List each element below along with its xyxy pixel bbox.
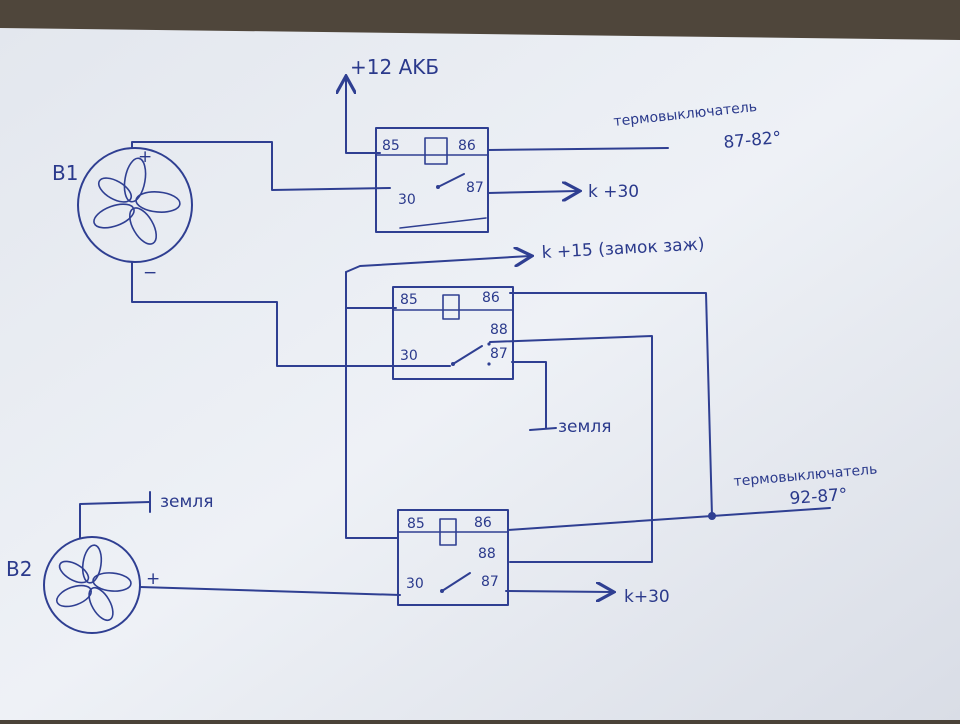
- paper-sheet: [0, 28, 960, 720]
- label-thermo2-range: 92-87°: [789, 485, 848, 509]
- wire-ak-plus: [346, 78, 381, 154]
- fan-b1-blades-icon: [93, 157, 181, 245]
- fan-b2-blades-icon: [56, 544, 132, 622]
- relay-bottom-switch: [441, 572, 471, 592]
- wire-k30-top: [487, 191, 578, 193]
- relay-top-pin-86: 86: [458, 138, 476, 154]
- relay-bottom-pin-85: 85: [407, 516, 425, 532]
- relay-middle-pin-30: 30: [400, 348, 418, 364]
- wire-b2-ground: [79, 501, 151, 539]
- relay-top: [375, 127, 489, 233]
- wire-bottom-86: [507, 515, 713, 531]
- relay-top-pin-85: 85: [382, 138, 400, 154]
- relay-middle: [392, 286, 514, 380]
- relay-middle-switch: [452, 345, 483, 365]
- relay-middle-pin-87: 87: [490, 346, 508, 362]
- wire-k15: [345, 256, 530, 273]
- relay-top-switch: [437, 173, 465, 188]
- label-k30-top: k +30: [588, 182, 639, 202]
- fan-b1-minus: −: [143, 263, 157, 283]
- wire-thermo2: [711, 507, 831, 517]
- label-k30-bottom: k+30: [624, 587, 670, 607]
- fan-b2-plus: +: [146, 569, 160, 589]
- wire-middle-86: [509, 292, 713, 517]
- wire-b1-plus: [131, 141, 391, 191]
- label-ground-b2: земля: [160, 492, 213, 512]
- wire-thermo1: [487, 147, 669, 151]
- wire-88-link: [489, 335, 653, 563]
- fan-b1-plus: +: [138, 147, 152, 167]
- relay-bottom-pin-30: 30: [406, 576, 424, 592]
- wire-b1-minus: [131, 261, 451, 367]
- relay-top-coil: [424, 137, 448, 165]
- relay-bottom-pin-88: 88: [478, 546, 496, 562]
- label-ak-plus: +12 AKБ: [350, 55, 439, 79]
- fan-b1-label: B1: [52, 161, 78, 185]
- wire-b2-plus: [139, 586, 401, 596]
- relay-bottom-coil: [439, 518, 457, 546]
- relay-top-pin-87: 87: [466, 180, 484, 196]
- relay-bottom-pin-87: 87: [481, 574, 499, 590]
- relay-middle-coil: [442, 294, 460, 320]
- wire-k30-bottom: [505, 591, 612, 592]
- relay-bottom-pin-86: 86: [474, 515, 492, 531]
- relay-bottom: [397, 509, 509, 606]
- fan-b2-label: B2: [6, 557, 32, 581]
- wire-k15-trunk: [345, 271, 399, 539]
- ground-mid-symbol: [529, 427, 557, 431]
- relay-middle-pin-86: 86: [482, 290, 500, 306]
- relay-middle-pin-85: 85: [400, 292, 418, 308]
- label-ground-mid: земля: [558, 417, 611, 437]
- relay-top-pin-30: 30: [398, 192, 416, 208]
- fan-b2: [43, 536, 141, 634]
- relay-middle-pin-88: 88: [490, 322, 508, 338]
- junction-dot: [708, 512, 716, 520]
- wire-middle-87-ground: [511, 361, 547, 429]
- fan-b1: [77, 147, 193, 263]
